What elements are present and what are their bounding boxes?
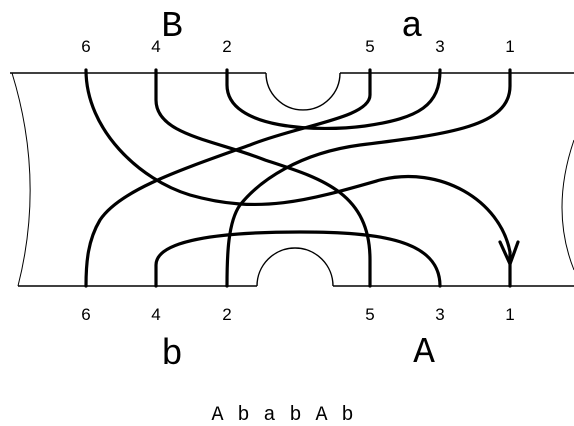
top-number-4: 4: [151, 37, 160, 56]
frame: [10, 72, 574, 287]
top-semicircle: [265, 72, 341, 111]
bottom-number-3: 3: [435, 305, 444, 324]
bottom-left-letter: b: [161, 334, 183, 375]
strand-top4-to-bottom5: [154, 68, 372, 288]
top-number-5: 5: [365, 37, 374, 56]
bottom-number-5: 5: [365, 305, 374, 324]
top-left-letter: B: [161, 6, 183, 47]
bottom-number-6: 6: [81, 305, 90, 324]
bottom-number-4: 4: [151, 305, 160, 324]
top-right-letter: a: [401, 6, 423, 47]
top-number-2: 2: [222, 37, 231, 56]
top-number-3: 3: [435, 37, 444, 56]
top-number-1: 1: [505, 37, 514, 56]
strand-top2-to-top3: [225, 68, 442, 131]
bottom-number-1: 1: [505, 305, 514, 324]
bottom-number-2: 2: [222, 305, 231, 324]
strand-top6-to-top1: [84, 68, 512, 254]
bottom-semicircle: [256, 247, 334, 287]
right-curved-edge: [561, 139, 574, 271]
word-caption: A b a b A b: [211, 404, 354, 426]
bottom-number-labels: 6 4 2 5 3 1: [81, 305, 514, 324]
strand-top1-to-bottom2: [225, 68, 512, 288]
strands: [84, 68, 520, 288]
strand-bottom4-to-bottom3: [154, 230, 442, 288]
strand-top5-to-bottom6: [84, 68, 372, 288]
top-number-labels: 6 4 2 5 3 1: [81, 37, 514, 56]
left-curved-edge: [11, 72, 31, 287]
strand-arrowhead: [498, 240, 520, 266]
bottom-right-letter: A: [413, 332, 435, 373]
top-number-6: 6: [81, 37, 90, 56]
